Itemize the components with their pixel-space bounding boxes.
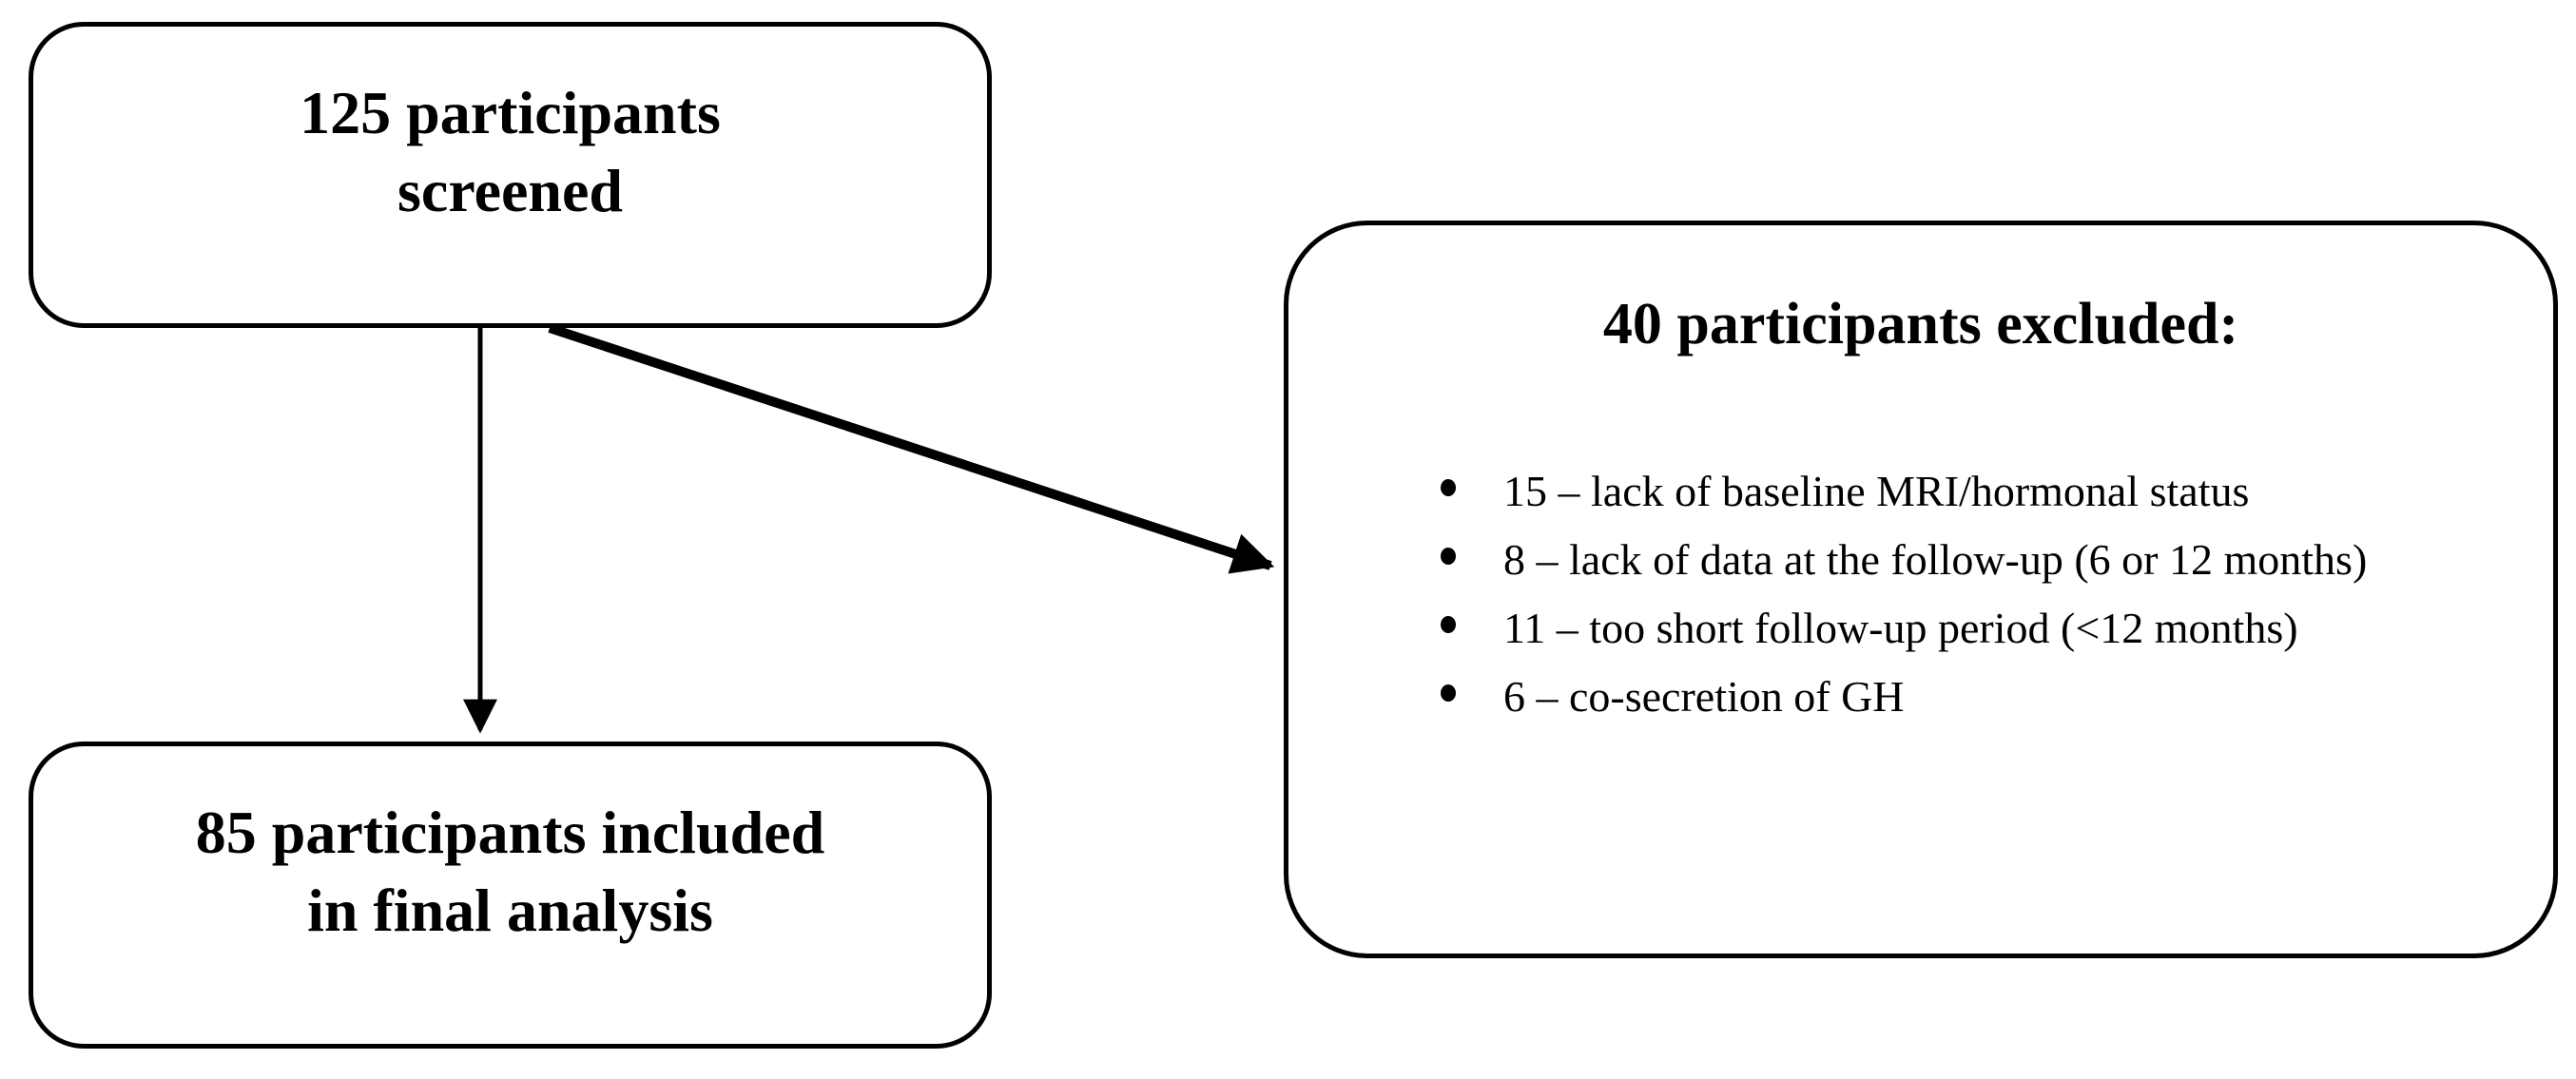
excluded-reason-text: 15 – lack of baseline MRI/hormonal statu… (1503, 467, 2250, 515)
included-text: 85 participants included in final analys… (33, 794, 987, 950)
excluded-reason-item: 8 – lack of data at the follow-up (6 or … (1441, 526, 2553, 594)
included-line2: in final analysis (307, 877, 713, 944)
screened-line2: screened (397, 157, 623, 224)
excluded-reason-text: 11 – too short follow-up period (<12 mon… (1503, 604, 2298, 652)
screened-line1: 125 participants (300, 79, 721, 146)
excluded-reason-text: 6 – co-secretion of GH (1503, 672, 1905, 721)
excluded-reason-item: 11 – too short follow-up period (<12 mon… (1441, 594, 2553, 663)
box-included: 85 participants included in final analys… (29, 742, 992, 1049)
excluded-reason-item: 15 – lack of baseline MRI/hormonal statu… (1441, 457, 2553, 526)
box-excluded: 40 participants excluded: 15 – lack of b… (1284, 221, 2558, 958)
included-line1: 85 participants included (195, 799, 825, 866)
excluded-reason-item: 6 – co-secretion of GH (1441, 663, 2553, 731)
screened-text: 125 participants screened (33, 74, 987, 230)
box-screened: 125 participants screened (29, 22, 992, 328)
excluded-reason-text: 8 – lack of data at the follow-up (6 or … (1503, 535, 2368, 584)
arrow-diagonal-to-excluded (548, 323, 1275, 574)
bullet-icon (1441, 479, 1456, 496)
excluded-reasons-list: 15 – lack of baseline MRI/hormonal statu… (1288, 457, 2553, 731)
bullet-icon (1441, 684, 1456, 702)
bullet-icon (1441, 616, 1456, 633)
bullet-icon (1441, 548, 1456, 565)
excluded-title: 40 participants excluded: (1602, 292, 2239, 356)
